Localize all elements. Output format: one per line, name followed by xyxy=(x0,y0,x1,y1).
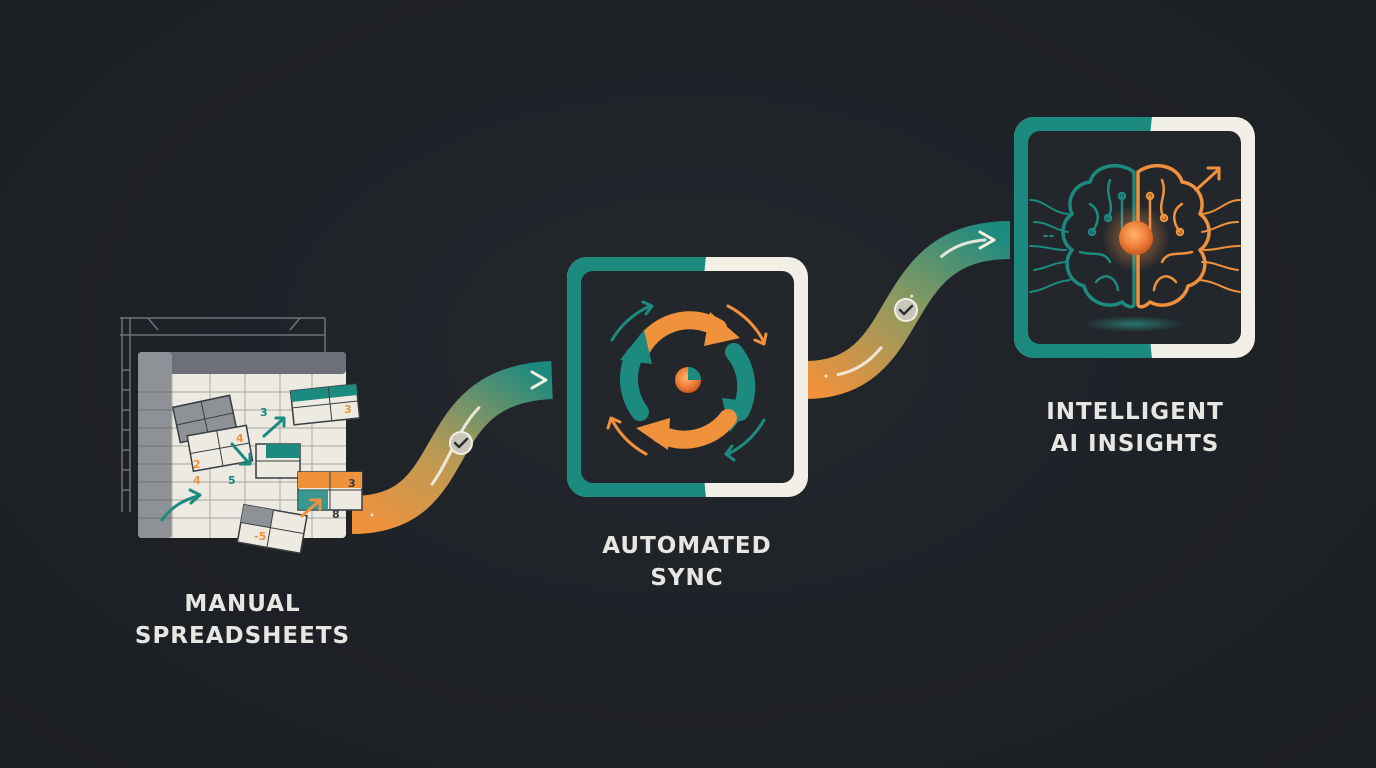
checkmark-icon xyxy=(449,431,473,455)
checkmark-icon xyxy=(894,298,918,322)
cell-number: 3 xyxy=(260,406,268,419)
cell-number: 3 xyxy=(344,403,352,416)
cell-number: 4 xyxy=(193,474,201,487)
step-label-line: AUTOMATED xyxy=(602,533,772,559)
ai-box xyxy=(1014,117,1255,358)
cell-number: 4 xyxy=(236,432,244,445)
cell-number: -5 xyxy=(254,530,266,543)
step-label-line: SYNC xyxy=(650,565,724,591)
cell-number: 2 xyxy=(193,458,201,471)
cell-number: 5 xyxy=(228,474,236,487)
step-label-line: SPREADSHEETS xyxy=(134,623,351,649)
spreadsheet-icon: 3 3 4 2 4 5 3 8 -5 xyxy=(120,317,363,555)
cell-number: 3 xyxy=(348,477,356,490)
brain-icon xyxy=(1029,163,1241,332)
step-label-automated-sync: AUTOMATED SYNC xyxy=(556,530,818,594)
step-label-manual-spreadsheets: MANUAL SPREADSHEETS xyxy=(100,588,385,652)
cell-number: 8 xyxy=(332,508,340,521)
step-label-line: AI INSIGHTS xyxy=(1050,431,1220,457)
step-label-line: INTELLIGENT xyxy=(1046,399,1224,425)
flow-connector-2 xyxy=(804,221,1011,399)
step-label-line: MANUAL xyxy=(184,591,301,617)
sync-box xyxy=(567,257,808,497)
sync-arrows-icon xyxy=(606,300,768,462)
step-label-intelligent-ai-insights: INTELLIGENT AI INSIGHTS xyxy=(1000,396,1270,460)
flow-connector-1 xyxy=(351,361,554,534)
